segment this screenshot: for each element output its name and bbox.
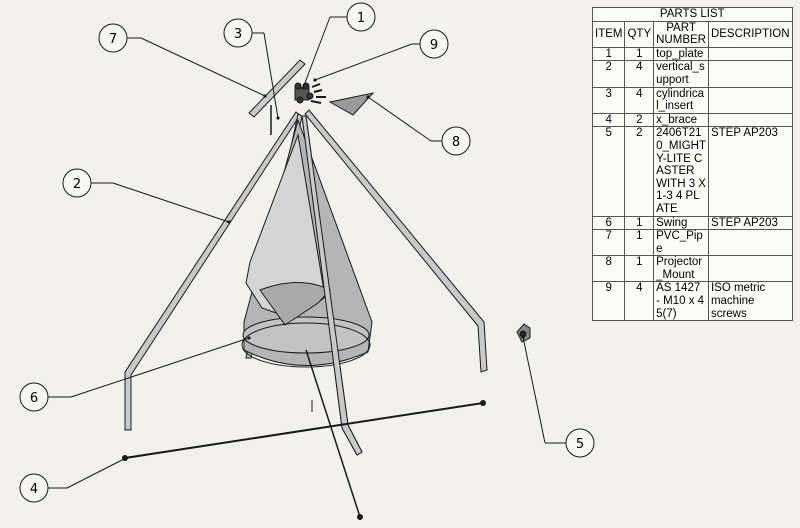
cell-qty: 4	[624, 86, 655, 114]
cell-item: 6	[591, 215, 626, 231]
swing-inner-seat	[259, 282, 331, 326]
cell-part-number: 2406T210_MIGHTY-LITE CASTER WITH 3 X 1-3…	[653, 126, 709, 217]
cell-item: 5	[591, 126, 626, 217]
cell-part-number: top_plate	[653, 46, 709, 62]
svg-text:2: 2	[73, 177, 81, 192]
cell-qty: 4	[624, 281, 655, 322]
table-row: 2 4 vertical_support	[591, 60, 793, 88]
cell-part-number: cylindrical_insert	[653, 86, 709, 114]
cell-description	[707, 46, 793, 62]
table-row: 8 1 Projector_Mount	[591, 255, 793, 283]
swing-rim	[242, 316, 370, 354]
leader-arrows	[122, 78, 525, 461]
svg-text:6: 6	[30, 391, 38, 406]
top-plate-assembly	[294, 82, 326, 104]
swing	[241, 118, 373, 368]
cell-qty: 1	[624, 229, 655, 257]
balloon-1: 1	[346, 2, 376, 32]
balloon-7: 7	[98, 23, 128, 53]
cell-qty: 1	[624, 255, 655, 283]
table-row: 4 2 x_brace	[591, 112, 793, 128]
x-brace	[122, 349, 486, 520]
leg-front-over	[301, 115, 363, 456]
cell-description	[707, 112, 793, 128]
table-row: 7 1 PVC_Pipe	[591, 229, 793, 257]
svg-text:3: 3	[234, 27, 242, 42]
cell-description	[707, 255, 793, 283]
x-brace-bar-1	[124, 402, 484, 459]
cell-description	[707, 60, 793, 88]
screw-2	[313, 89, 323, 93]
balloon-6: 6	[19, 382, 49, 412]
cell-part-number: AS 1427 - M10 x 45(7)	[653, 281, 709, 322]
screw-1	[311, 83, 321, 88]
table-row: 5 2 2406T210_MIGHTY-LITE CASTER WITH 3 X…	[591, 126, 793, 217]
leader-lines	[48, 16, 566, 489]
leg-right	[304, 109, 488, 373]
cell-item: 9	[591, 281, 626, 322]
table-row: 9 4 AS 1427 - M10 x 45(7) ISO metric mac…	[591, 281, 793, 322]
table-row: 6 1 Swing STEP AP203	[591, 215, 793, 231]
balloon-2: 2	[62, 168, 92, 198]
caster	[516, 323, 531, 343]
cell-description: STEP AP203	[707, 126, 793, 217]
header-part-number: PART NUMBER	[653, 20, 709, 48]
svg-text:5: 5	[576, 437, 584, 452]
balloon-9: 9	[419, 29, 449, 59]
screw-4	[310, 100, 322, 104]
svg-text:8: 8	[452, 135, 460, 150]
balloons: 1 2 3 4 5 6 7 8 9	[19, 2, 595, 503]
cell-item: 1	[591, 46, 626, 62]
swing-base	[241, 322, 371, 368]
pvc-pipe	[248, 59, 306, 118]
cell-item: 2	[591, 60, 626, 88]
cell-part-number: x_brace	[653, 112, 709, 128]
cell-part-number: PVC_Pipe	[653, 229, 709, 257]
cell-qty: 1	[624, 215, 655, 231]
header-qty: QTY	[624, 20, 655, 48]
cell-item: 8	[591, 255, 626, 283]
cell-description	[707, 86, 793, 114]
cell-description: ISO metric machine screws	[707, 281, 793, 322]
table-row: 1 1 top_plate	[591, 46, 793, 62]
svg-text:1: 1	[357, 11, 365, 26]
balloon-3: 3	[223, 18, 253, 48]
x-brace-bar-2	[305, 349, 361, 518]
cell-item: 7	[591, 229, 626, 257]
parts-list-table: PARTS LIST ITEM QTY PART NUMBER DESCRIPT…	[591, 7, 793, 322]
cell-part-number: vertical_support	[653, 60, 709, 88]
balloon-5: 5	[565, 428, 595, 458]
svg-text:9: 9	[430, 38, 438, 53]
x-brace-end-3	[357, 514, 363, 520]
cell-qty: 4	[624, 60, 655, 88]
parts-list-title: PARTS LIST	[592, 7, 793, 22]
header-description: DESCRIPTION	[707, 20, 793, 48]
cell-item: 3	[591, 86, 626, 114]
x-brace-end-2	[480, 400, 486, 406]
cell-part-number: Swing	[653, 215, 709, 231]
header-item: ITEM	[591, 20, 626, 48]
cell-description	[707, 229, 793, 257]
cell-qty: 2	[624, 126, 655, 217]
svg-text:7: 7	[109, 32, 117, 47]
cell-description: STEP AP203	[707, 215, 793, 231]
cell-qty: 2	[624, 112, 655, 128]
projector-mount	[328, 92, 375, 116]
cell-qty: 1	[624, 46, 655, 62]
cell-part-number: Projector_Mount	[653, 255, 709, 283]
cell-item: 4	[591, 112, 626, 128]
balloon-8: 8	[441, 126, 471, 156]
table-row: 3 4 cylindrical_insert	[591, 86, 793, 114]
svg-text:4: 4	[30, 482, 38, 497]
balloon-4: 4	[19, 473, 49, 503]
